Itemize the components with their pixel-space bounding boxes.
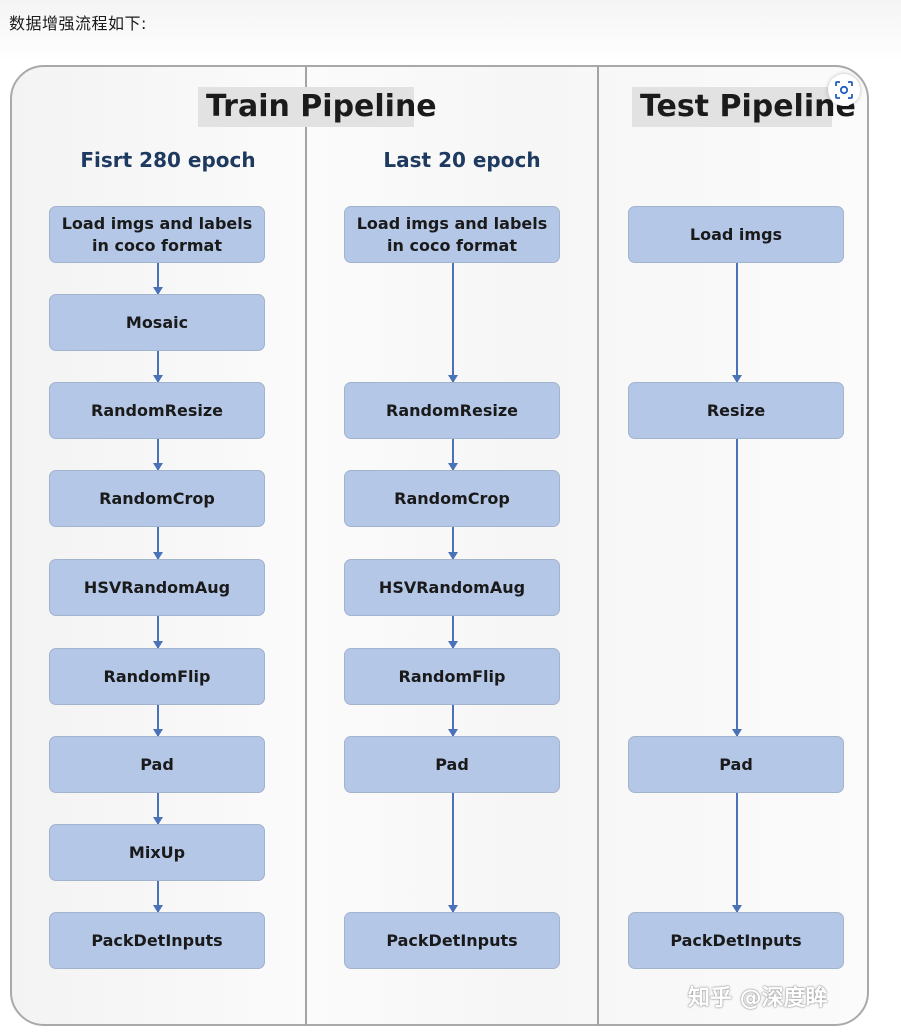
flow-arrow: [448, 616, 458, 649]
column-divider-left: [305, 65, 307, 1026]
step-pack-det-inputs: PackDetInputs: [49, 912, 265, 969]
top-bar: [0, 0, 901, 62]
step-hsv-random-aug: HSVRandomAug: [344, 559, 560, 616]
flow-arrow: [153, 881, 163, 913]
step-load-imgs: Load imgs: [628, 206, 844, 263]
flow-arrow: [732, 439, 742, 737]
flow-arrow: [448, 527, 458, 560]
step-random-flip: RandomFlip: [49, 648, 265, 705]
step-load-imgs-labels: Load imgs and labels in coco format: [49, 206, 265, 263]
step-random-resize: RandomResize: [344, 382, 560, 439]
scan-icon: [835, 81, 853, 99]
flow-arrow: [732, 793, 742, 913]
step-random-crop: RandomCrop: [49, 470, 265, 527]
flow-arrow: [448, 263, 458, 383]
step-mixup: MixUp: [49, 824, 265, 881]
step-pack-det-inputs: PackDetInputs: [344, 912, 560, 969]
test-pipeline-title: Test Pipeline: [632, 87, 856, 127]
step-random-resize: RandomResize: [49, 382, 265, 439]
step-pad: Pad: [344, 736, 560, 793]
step-pad: Pad: [628, 736, 844, 793]
flow-arrow: [448, 793, 458, 913]
step-resize: Resize: [628, 382, 844, 439]
step-load-imgs-labels: Load imgs and labels in coco format: [344, 206, 560, 263]
train-pipeline-title: Train Pipeline: [198, 87, 437, 127]
first-epochs-subtitle: Fisrt 280 epoch: [80, 148, 256, 172]
step-pad: Pad: [49, 736, 265, 793]
last-epochs-subtitle: Last 20 epoch: [383, 148, 541, 172]
flow-arrow: [153, 263, 163, 295]
flow-arrow: [153, 793, 163, 825]
step-mosaic: Mosaic: [49, 294, 265, 351]
flow-arrow: [448, 705, 458, 737]
column-divider-right: [597, 65, 599, 1026]
flow-arrow: [153, 527, 163, 560]
step-random-flip: RandomFlip: [344, 648, 560, 705]
flow-arrow: [153, 705, 163, 737]
step-hsv-random-aug: HSVRandomAug: [49, 559, 265, 616]
watermark: 知乎 @深度眸: [688, 986, 828, 1011]
flow-arrow: [448, 439, 458, 471]
intro-text: 数据增强流程如下:: [9, 14, 147, 33]
step-random-crop: RandomCrop: [344, 470, 560, 527]
flow-arrow: [153, 351, 163, 383]
image-scan-button[interactable]: [828, 74, 860, 106]
flow-arrow: [153, 616, 163, 649]
flow-arrow: [732, 263, 742, 383]
step-pack-det-inputs: PackDetInputs: [628, 912, 844, 969]
flow-arrow: [153, 439, 163, 471]
